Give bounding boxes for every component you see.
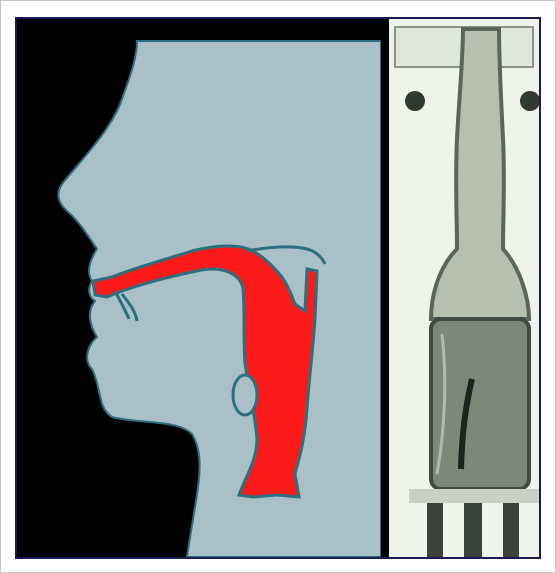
epiglottis [233,375,257,415]
panel-divider [381,19,389,557]
figure-panel [15,17,541,559]
model-leg-2 [464,503,482,557]
model-leg-1 [427,503,443,557]
figure-svg [17,19,539,557]
model-base-plate [409,489,539,503]
left-bolt [405,91,425,111]
model-leg-3 [503,503,519,557]
